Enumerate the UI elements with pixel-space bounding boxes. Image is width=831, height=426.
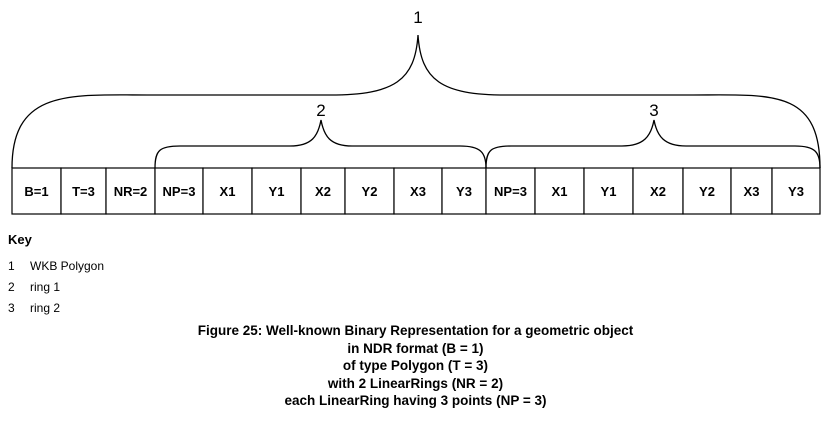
byte-cell <box>441 167 487 215</box>
byte-cell <box>534 167 585 215</box>
byte-cell-label: X3 <box>410 184 426 199</box>
figure-caption: Figure 25: Well-known Binary Representat… <box>0 322 831 410</box>
brace-label-3: 3 <box>649 101 658 120</box>
key-title: Key <box>8 232 32 247</box>
byte-cell <box>300 167 346 215</box>
byte-cell <box>60 167 107 215</box>
key-item-number: 1 <box>8 259 15 273</box>
key-item-2: 2 ring 1 <box>8 280 60 294</box>
caption-line-2: in NDR format (B = 1) <box>347 340 484 356</box>
byte-cell <box>730 167 773 215</box>
byte-cell-label: Y3 <box>456 184 472 199</box>
brace-wkb-polygon <box>11 34 821 169</box>
byte-cell <box>393 167 443 215</box>
byte-cell-label: X1 <box>552 184 568 199</box>
byte-cell <box>202 167 253 215</box>
byte-cell-label: X2 <box>650 184 666 199</box>
key-item-label: WKB Polygon <box>30 259 105 273</box>
brace-label-1: 1 <box>413 8 422 27</box>
caption-line-4: with 2 LinearRings (NR = 2) <box>327 375 504 391</box>
byte-cell <box>251 167 302 215</box>
caption-line-3: of type Polygon (T = 3) <box>342 358 489 373</box>
byte-cell-label: B=1 <box>24 184 48 199</box>
byte-cell <box>344 167 395 215</box>
wkb-polygon-diagram: 1 2 3 B=1 T=3 NR=2 NP=3 X1 Y1 X2 Y2 X3 Y3 NP=3 X1 Y1… <box>11 8 821 215</box>
caption-line-5: each LinearRing having 3 points (NP = 3) <box>284 393 547 408</box>
byte-cell-label: Y2 <box>362 184 378 199</box>
key-item-1: 1 WKB Polygon <box>8 259 104 273</box>
brace-ring-1 <box>154 119 487 169</box>
key-item-label: ring 2 <box>30 301 61 315</box>
byte-cell-label: NP=3 <box>494 184 527 199</box>
byte-cell <box>771 167 821 215</box>
byte-cell <box>583 167 634 215</box>
key-item-label: ring 1 <box>30 280 61 294</box>
byte-cell-label: X2 <box>315 184 331 199</box>
byte-cell-label: Y1 <box>269 184 285 199</box>
byte-cell-label: NP=3 <box>163 184 196 199</box>
byte-cell <box>632 167 684 215</box>
key-item-3: 3 ring 2 <box>8 301 60 315</box>
caption-line-1: Figure 25: Well-known Binary Representat… <box>197 323 634 338</box>
byte-cell-label: Y3 <box>788 184 804 199</box>
byte-cell <box>105 167 156 215</box>
brace-label-2: 2 <box>316 101 325 120</box>
key-item-number: 2 <box>8 280 15 294</box>
byte-cell-label: Y1 <box>601 184 617 199</box>
brace-ring-3 <box>485 119 821 169</box>
byte-cell <box>11 167 62 215</box>
byte-cell-label: Y2 <box>699 184 715 199</box>
byte-cell-label: T=3 <box>72 184 95 199</box>
byte-cell-label: X3 <box>744 184 760 199</box>
byte-cell-label: X1 <box>220 184 236 199</box>
byte-cell-row: B=1 T=3 NR=2 NP=3 X1 Y1 X2 Y2 X3 Y3 NP=3 X1 Y1 X2 Y2 X3… <box>11 167 821 215</box>
key-item-number: 3 <box>8 301 15 315</box>
byte-cell-label: NR=2 <box>114 184 148 199</box>
